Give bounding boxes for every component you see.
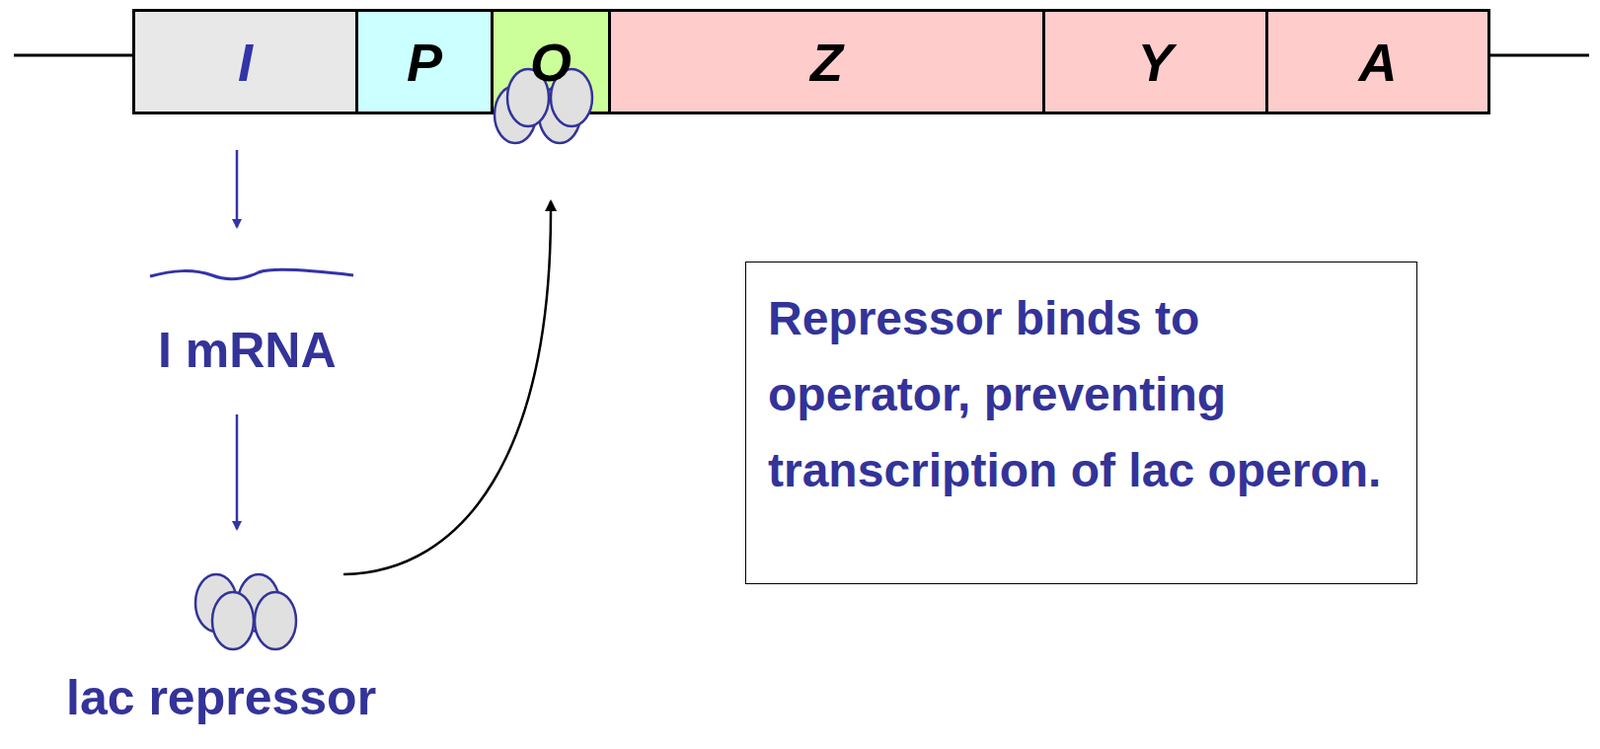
- binding-arrow: [343, 201, 551, 575]
- gene-segment: Y: [1042, 8, 1269, 115]
- transcription-arrow: [235, 150, 239, 228]
- mrna-strand: [150, 269, 354, 279]
- gene-name: P: [406, 35, 443, 89]
- mrna-label: I mRNA: [157, 323, 337, 379]
- gene-segment: Z: [608, 8, 1046, 115]
- gene-name: Z: [810, 35, 843, 89]
- gene-segment: A: [1265, 8, 1491, 115]
- gene-name: O: [530, 35, 572, 89]
- gene-name: A: [1359, 35, 1398, 89]
- gene-name: Y: [1137, 35, 1173, 89]
- gene-name: I: [237, 35, 253, 89]
- dna-strand: [1487, 54, 1590, 58]
- translation-arrow: [235, 414, 239, 530]
- free-repressor: [195, 574, 297, 650]
- promoter-segment: P: [355, 8, 494, 115]
- note-box: Repressor binds to operator, preventing …: [745, 261, 1418, 585]
- protein-label: lac repressor: [66, 671, 377, 726]
- gene-segment: I: [132, 8, 359, 115]
- note-text: Repressor binds to operator, preventing …: [767, 280, 1395, 509]
- dna-strand: [13, 54, 135, 58]
